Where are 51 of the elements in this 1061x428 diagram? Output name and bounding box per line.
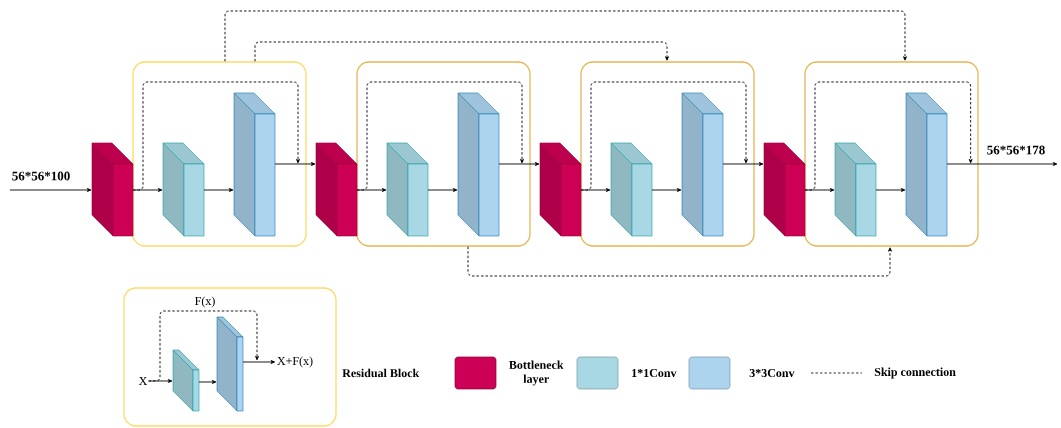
layer-cuboid <box>610 142 653 237</box>
arrow <box>203 188 234 192</box>
arrow <box>804 188 835 192</box>
arrow <box>9 188 92 192</box>
residual-block-box <box>356 61 531 247</box>
edge-label: 56*56*178 <box>987 145 1045 155</box>
legend-label: Residual Block <box>342 368 420 378</box>
skip-connection-arrow <box>804 81 973 191</box>
edge-label: F(x) <box>195 296 215 308</box>
arrow <box>242 360 276 364</box>
layer-cuboid <box>233 92 276 237</box>
layer-cuboid <box>315 142 358 237</box>
skip-connection-arrow <box>356 81 524 191</box>
layer-cuboid <box>457 92 500 237</box>
node-text: X <box>138 377 148 385</box>
legend-label: Bottleneck layer <box>509 360 564 386</box>
skip-connection-arrow <box>224 10 907 62</box>
arrow <box>198 380 217 384</box>
layer-cuboid <box>763 142 806 237</box>
arrow <box>651 188 682 192</box>
residual-block-box <box>132 61 307 247</box>
layer-cuboid <box>91 142 134 237</box>
skip-connection-arrow <box>132 81 300 191</box>
legend-label: 1*1Conv <box>632 368 677 377</box>
arrow <box>946 162 1058 166</box>
skip-connection-arrow <box>254 41 669 62</box>
skip-connection-arrow <box>148 310 259 382</box>
arrow <box>274 162 316 166</box>
node-text: X+F(x) <box>277 356 313 368</box>
layer-cuboid <box>386 142 429 237</box>
skip-connection-arrow <box>467 246 892 277</box>
legend-label: Skip connection <box>874 367 956 379</box>
arrow <box>498 162 540 166</box>
skip-connection-arrow <box>580 81 748 191</box>
arrow <box>875 188 906 192</box>
layer-cuboid <box>172 349 200 412</box>
residual-block-box <box>123 287 337 427</box>
arrow <box>580 188 611 192</box>
layer-cuboid <box>539 142 582 237</box>
arrow <box>427 188 458 192</box>
residual-block-box <box>804 61 979 247</box>
arrow <box>722 162 764 166</box>
legend-label: 3*3Conv <box>749 368 795 377</box>
layer-cuboid <box>834 142 877 237</box>
layer-cuboid <box>162 142 205 237</box>
layer-cuboid <box>905 92 948 237</box>
layer-cuboid <box>681 92 724 237</box>
arrow <box>148 379 173 383</box>
residual-block-box <box>580 61 755 247</box>
layer-cuboid <box>216 316 244 412</box>
edge-label: 56*56*100 <box>12 171 70 181</box>
